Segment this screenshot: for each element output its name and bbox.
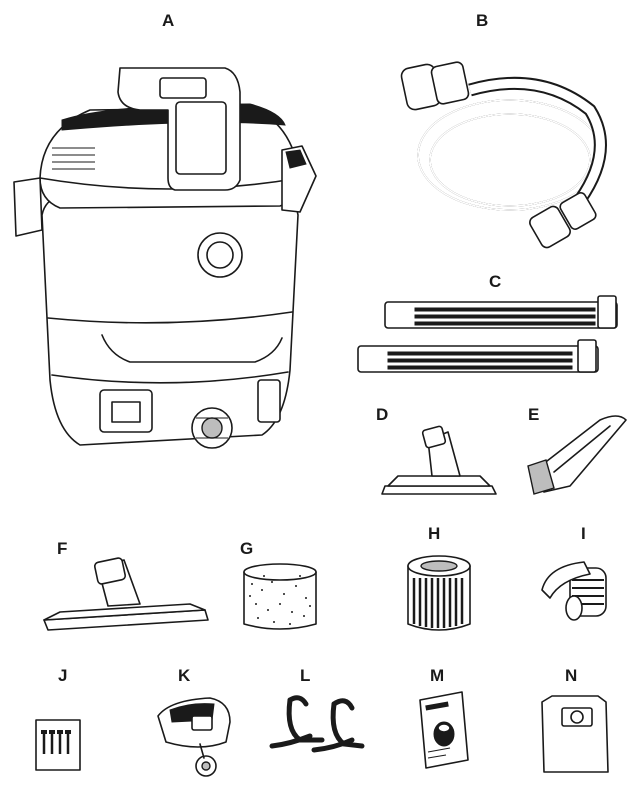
wet-floor-nozzle-icon (43, 557, 209, 631)
label-k: K (178, 666, 191, 685)
label-b: B (476, 11, 489, 30)
label-c: C (489, 272, 502, 291)
user-manual-icon (419, 691, 469, 769)
label-e: E (528, 405, 540, 424)
blower-adapter-icon (541, 561, 607, 621)
accessory-holders-icon (269, 695, 365, 753)
caster-wheel-icon (157, 697, 231, 777)
label-n: N (565, 666, 578, 685)
flexible-hose-icon (400, 61, 607, 249)
cartridge-filter-icon (407, 555, 471, 631)
label-l: L (300, 666, 311, 685)
label-j: J (58, 666, 68, 685)
small-floor-nozzle-icon (381, 425, 497, 495)
label-a: A (162, 11, 175, 30)
extension-tubes-icon (357, 295, 618, 373)
wet-dry-vacuum-body-icon (13, 67, 317, 449)
label-f: F (57, 539, 68, 558)
crevice-nozzle-icon (527, 415, 627, 495)
label-i: I (581, 524, 586, 543)
screws-pack-icon (35, 719, 81, 771)
label-d: D (376, 405, 389, 424)
label-g: G (240, 539, 254, 558)
foam-filter-icon (243, 563, 317, 630)
label-m: M (430, 666, 445, 685)
label-h: H (428, 524, 441, 543)
dust-bag-icon (541, 695, 609, 773)
